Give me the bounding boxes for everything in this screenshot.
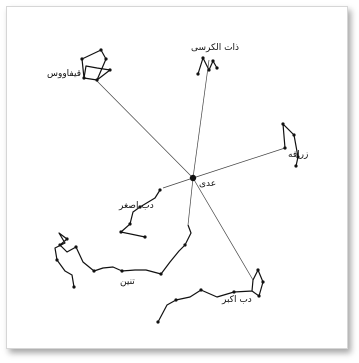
label-lyra: زرافه <box>288 150 308 160</box>
label-draco: تنین <box>120 277 135 287</box>
guide-line-draco <box>187 177 194 226</box>
star <box>138 205 142 209</box>
ursa-minor-lines <box>120 189 161 238</box>
star <box>174 298 178 302</box>
star <box>92 269 96 273</box>
star <box>108 68 112 72</box>
star <box>74 245 78 249</box>
guide-line-cassiopeia <box>192 59 210 179</box>
label-ursa-major: دب اکبر <box>221 295 252 305</box>
star <box>128 222 132 226</box>
star <box>199 288 203 292</box>
label-ursa-minor: دب اصغر <box>118 201 154 211</box>
star <box>201 56 205 60</box>
constellation-lines <box>54 49 299 323</box>
kepheus-lines <box>81 49 107 81</box>
label-cassiopeia: ذات الکرسی <box>191 43 239 53</box>
star <box>82 76 86 80</box>
label-kepheus: قیفاووس <box>47 69 81 79</box>
star <box>156 320 160 324</box>
star <box>294 164 298 168</box>
star <box>104 57 108 61</box>
star <box>120 269 124 273</box>
star <box>283 146 287 150</box>
diagram-frame <box>6 6 348 349</box>
center-star <box>189 174 197 182</box>
star <box>207 68 211 72</box>
star <box>292 133 296 137</box>
kepheus-lines-inner <box>83 65 111 81</box>
star <box>261 280 265 284</box>
label-center: عدی <box>199 179 216 189</box>
star <box>58 243 62 247</box>
star <box>72 285 76 289</box>
guide-line-kepheus <box>95 79 194 179</box>
star <box>80 57 84 61</box>
star <box>119 230 123 234</box>
stars <box>55 48 300 324</box>
guide-line-lyra <box>192 147 286 179</box>
star <box>211 59 215 63</box>
draco-lines <box>54 224 192 288</box>
guide-line-ursa-major <box>192 177 254 281</box>
star <box>257 294 261 298</box>
star <box>158 188 162 192</box>
guide-lines <box>95 59 286 281</box>
star <box>99 48 103 52</box>
star <box>281 122 285 126</box>
star <box>215 66 219 70</box>
star <box>256 268 260 272</box>
star <box>232 290 236 294</box>
star <box>143 235 147 239</box>
star <box>95 78 99 82</box>
star <box>196 72 200 76</box>
star <box>296 155 300 159</box>
guide-line-ursa-minor <box>162 177 194 189</box>
star <box>65 237 69 241</box>
star <box>55 258 59 262</box>
star <box>183 243 187 247</box>
star <box>159 272 163 276</box>
